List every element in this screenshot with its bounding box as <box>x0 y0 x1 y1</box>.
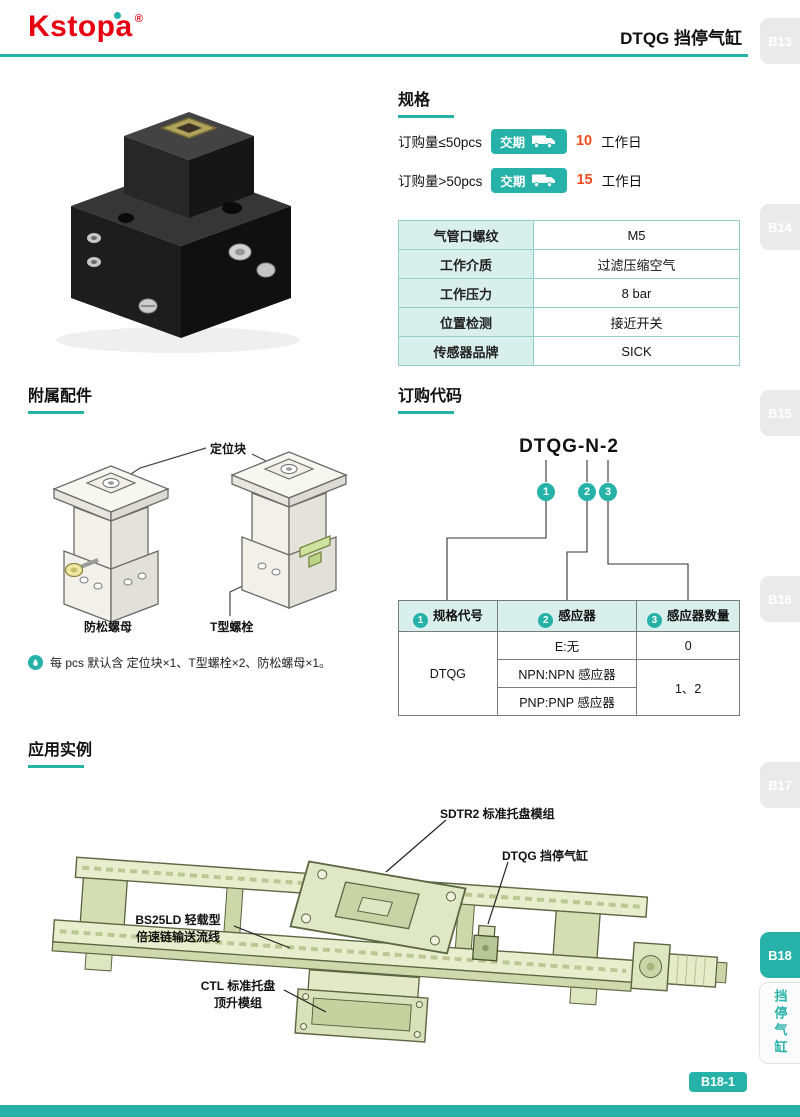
ordering-row: PNP:PNP 感应器 <box>399 687 740 716</box>
ordering-col-spec-code: 1 规格代号 <box>398 600 498 632</box>
side-tab-b17: B17 <box>760 762 800 808</box>
ordering-row: DTQG E:无 0 <box>398 631 740 716</box>
ordering-qty-option: 0 <box>636 631 740 660</box>
header-divider <box>0 54 748 57</box>
side-tab-sub-label: 挡停气缸 <box>759 982 800 1064</box>
logo-accent-dot-icon <box>114 12 121 19</box>
spec-label: 气管口螺纹 <box>398 220 534 250</box>
spec-table: 气管口螺纹 M5 工作介质 过滤压缩空气 工作压力 8 bar 位置检测 接近开… <box>398 220 740 366</box>
ordering-col-header-text: 感应器 <box>558 608 596 623</box>
ordering-spec-code-value: DTQG <box>398 631 498 716</box>
lead-time-badge: 交期 <box>490 128 567 154</box>
spec-row: 传感器品牌 SICK <box>398 336 740 366</box>
application-section-heading: 应用实例 <box>28 736 92 768</box>
lead-qty-text: 订购量≤50pcs <box>398 135 482 150</box>
ordering-col-sensor-qty: 3 感应器数量 <box>636 600 740 632</box>
ordering-col-sensor: 2 感应器 <box>496 600 638 632</box>
lead-badge-text: 交期 <box>499 135 525 150</box>
ordering-col-header-text: 感应器数量 <box>666 608 730 623</box>
lead-qty-text: 订购量>50pcs <box>398 174 483 189</box>
side-tab-b14: B14 <box>760 204 800 250</box>
lead-days-value: 15 <box>576 172 593 188</box>
accessories-heading-underline <box>28 411 84 414</box>
accessories-drawing <box>28 430 376 650</box>
ordering-col-header-text: 规格代号 <box>432 608 483 623</box>
accessories-note-text: 每 pcs 默认含 定位块×1、T型螺栓×2、防松螺母×1。 <box>50 656 332 670</box>
spec-label: 位置检测 <box>398 307 534 337</box>
specs-heading-underline <box>398 115 454 118</box>
accessories-note: 每 pcs 默认含 定位块×1、T型螺栓×2、防松螺母×1。 <box>28 654 378 671</box>
lead-time-row: 订购量≤50pcs 交期 10 工作日 <box>398 128 642 154</box>
lead-time-badge: 交期 <box>491 167 568 193</box>
app-label-bs25ld: BS25LD 轻载型 倍速链输送流线 <box>135 913 221 945</box>
drop-icon <box>28 655 43 670</box>
ordering-header-row: 1 规格代号 2 感应器 3 感应器数量 <box>398 600 740 632</box>
marker-2-icon: 2 <box>538 612 554 628</box>
spec-value: M5 <box>533 220 740 250</box>
application-illustration <box>51 819 728 1043</box>
ordering-section-heading: 订购代码 <box>398 382 462 414</box>
lead-time-row: 订购量>50pcs 交期 15 工作日 <box>398 167 642 193</box>
ordering-sensor-option: E:无 <box>496 631 638 660</box>
marker-1-icon: 1 <box>412 612 428 628</box>
lead-days-unit: 工作日 <box>601 135 642 150</box>
spec-label: 工作压力 <box>398 278 534 308</box>
ordering-row: NPN:NPN 感应器 1、2 <box>399 659 740 716</box>
marker-2-icon: 2 <box>578 483 596 501</box>
part-label-t-bolt: T型螺栓 <box>210 620 254 634</box>
side-tab-b15: B15 <box>760 390 800 436</box>
lead-badge-text: 交期 <box>500 174 526 189</box>
spec-label: 传感器品牌 <box>398 336 534 366</box>
page-title: DTQG 挡停气缸 <box>620 29 742 48</box>
lead-days-value: 10 <box>575 133 593 149</box>
app-label-ctl: CTL 标准托盘 顶升模组 <box>200 979 276 1011</box>
spec-row: 位置检测 接近开关 <box>398 307 740 337</box>
truck-icon <box>531 135 555 148</box>
side-tab-b13: B13 <box>760 18 800 64</box>
application-heading-underline <box>28 765 84 768</box>
spec-row: 气管口螺纹 M5 <box>398 220 740 250</box>
marker-1-icon: 1 <box>537 483 555 501</box>
footer-bar <box>0 1105 800 1117</box>
spec-row: 工作介质 过滤压缩空气 <box>398 249 740 279</box>
specs-section-heading: 规格 <box>398 86 454 118</box>
side-tab-b18-active: B18 <box>760 932 800 978</box>
page-number-badge: B18-1 <box>688 1072 747 1092</box>
registered-mark: ® <box>134 13 144 25</box>
brand-logo: Kstopa® <box>28 10 143 43</box>
ordering-heading-underline <box>398 411 454 414</box>
side-tab-b16: B16 <box>760 576 800 622</box>
ordering-sensor-option: NPN:NPN 感应器 <box>496 659 638 688</box>
accessories-section-heading: 附属配件 <box>28 382 92 414</box>
spec-row: 工作压力 8 bar <box>398 278 740 308</box>
ordering-code-diagram <box>446 460 689 600</box>
lead-days-unit: 工作日 <box>601 174 643 189</box>
marker-3-icon: 3 <box>646 612 662 628</box>
ordering-code: DTQG-N-2 <box>519 436 619 457</box>
ordering-qty-option: 1、2 <box>636 659 740 716</box>
app-label-sdtr2: SDTR2 标准托盘模组 <box>440 807 555 821</box>
accessories-illustration <box>52 447 348 623</box>
application-drawing <box>28 768 742 1086</box>
ordering-heading-text: 订购代码 <box>398 388 463 405</box>
application-heading-text: 应用实例 <box>28 742 93 759</box>
product-photo <box>26 66 334 366</box>
part-label-lock-nut: 防松螺母 <box>84 620 133 634</box>
brand-name: Kstopa® <box>28 10 143 43</box>
ordering-table: 1 规格代号 2 感应器 3 感应器数量 DTQG E:无 0 NPN:NPN 感应器… <box>398 600 740 716</box>
truck-icon <box>532 174 556 187</box>
specs-heading-text: 规格 <box>398 92 431 109</box>
ordering-sensor-option: PNP:PNP 感应器 <box>496 687 638 716</box>
product-photo-illustration <box>56 112 300 353</box>
accessories-heading-text: 附属配件 <box>28 388 93 405</box>
spec-value: 过滤压缩空气 <box>533 249 740 279</box>
app-label-dtqg: DTQG 挡停气缸 <box>502 849 588 863</box>
spec-value: 接近开关 <box>533 307 740 337</box>
part-label-positioning-block: 定位块 <box>210 442 247 456</box>
marker-3-icon: 3 <box>599 483 617 501</box>
spec-label: 工作介质 <box>398 249 534 279</box>
spec-value: 8 bar <box>533 278 740 308</box>
spec-value: SICK <box>533 336 740 366</box>
